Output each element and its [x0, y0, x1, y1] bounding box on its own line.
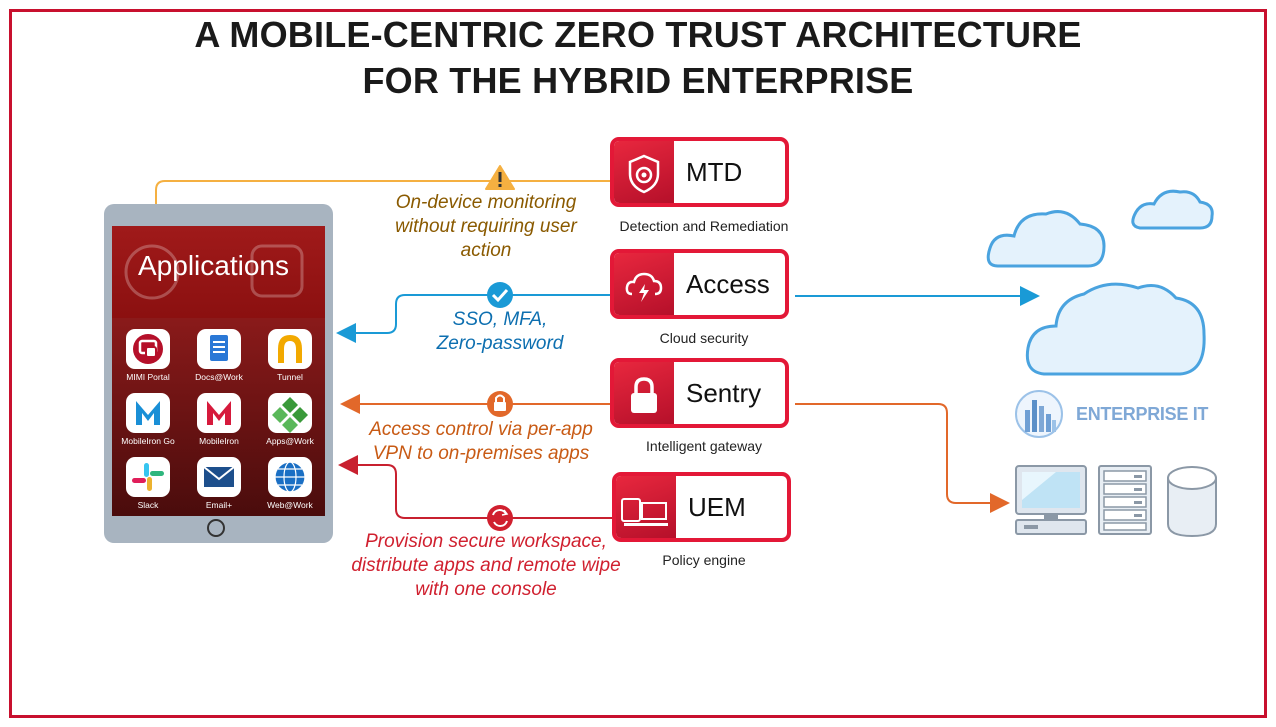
cloud-large [1025, 282, 1206, 376]
annotation-line: Zero-password [436, 333, 564, 354]
app-label: Web@Work [267, 500, 313, 510]
module-name: Access [686, 269, 770, 299]
module-icon-tab [614, 362, 674, 424]
app-label: Docs@Work [195, 372, 243, 382]
module-icon-tab [616, 476, 676, 538]
annotation-line: Access control via per-app [369, 419, 593, 440]
header-watermark-icon [124, 244, 304, 300]
app-slack[interactable]: Slack [115, 457, 181, 510]
module-access[interactable]: Access [610, 249, 789, 319]
tablet-screen: Applications MIMI Portal Docs@Work Tu [112, 226, 325, 516]
applications-title: Applications [138, 250, 289, 281]
annotation-line: distribute apps and remote wipe [351, 555, 621, 576]
title-line-2: FOR THE HYBRID ENTERPRISE [362, 60, 914, 101]
shield-icon [628, 154, 660, 194]
module-caption: Intelligent gateway [646, 438, 762, 454]
mimi-portal-icon [126, 329, 170, 369]
app-mimi-portal[interactable]: MIMI Portal [115, 329, 181, 382]
slide-frame [9, 9, 1267, 718]
lock-icon [631, 377, 657, 413]
computer-icon [1015, 465, 1087, 535]
app-label: Slack [137, 500, 159, 510]
module-sentry[interactable]: Sentry [610, 358, 789, 428]
mobileiron-go-icon [126, 393, 170, 433]
module-mtd[interactable]: MTD [610, 137, 789, 207]
annotation-line: SSO, MFA, [452, 309, 548, 330]
app-mobileiron[interactable]: MobileIron [186, 393, 252, 446]
annotation-mtd: On-device monitoring without requiring u… [380, 191, 592, 263]
annotation-access: SSO, MFA, Zero-password [420, 308, 580, 356]
module-icon-tab [614, 141, 674, 203]
cloud-small-right [1131, 189, 1214, 230]
annotation-line: with one console [415, 579, 557, 600]
database-icon [1167, 466, 1217, 538]
tablet-device: Applications MIMI Portal Docs@Work Tu [104, 204, 333, 543]
sentry-connector-right [795, 403, 1010, 513]
cloud-small-left [986, 210, 1106, 268]
access-connector-left [336, 294, 610, 343]
enterprise-it-label: ENTERPRISE IT [1076, 404, 1209, 424]
applications-header: Applications [112, 226, 325, 318]
module-caption: Policy engine [662, 552, 746, 568]
app-label: Tunnel [277, 372, 303, 382]
app-label: Apps@Work [266, 436, 314, 446]
app-label: Email+ [205, 500, 233, 510]
module-name: UEM [688, 492, 746, 522]
mtd-connector [146, 180, 610, 226]
module-caption: Cloud security [659, 330, 749, 346]
annotation-line: action [460, 240, 512, 261]
app-email-plus[interactable]: Email+ [186, 457, 252, 510]
check-icon [487, 282, 513, 308]
server-rack-icon [1098, 465, 1152, 535]
annotation-line: Provision secure workspace, [365, 531, 607, 552]
app-grid: MIMI Portal Docs@Work Tunnel MobileIron [112, 318, 325, 516]
web-at-work-icon [268, 457, 312, 497]
annotation-sentry: Access control via per-app VPN to on-pre… [352, 418, 610, 466]
docs-icon [197, 329, 241, 369]
title-line-1: A MOBILE-CENTRIC ZERO TRUST ARCHITECTURE [194, 14, 1082, 55]
tunnel-icon [268, 329, 312, 369]
home-button[interactable] [207, 519, 225, 537]
app-tunnel[interactable]: Tunnel [257, 329, 323, 382]
app-web-at-work[interactable]: Web@Work [257, 457, 323, 510]
enterprise-city-icon [1015, 390, 1063, 438]
email-icon [197, 457, 241, 497]
apps-at-work-icon [268, 393, 312, 433]
uem-connector [338, 455, 612, 519]
module-caption: Detection and Remediation [619, 218, 789, 234]
module-name: MTD [686, 157, 743, 187]
app-docs-at-work[interactable]: Docs@Work [186, 329, 252, 382]
app-mobileiron-go[interactable]: MobileIron Go [115, 393, 181, 446]
annotation-line: VPN to on-premises apps [372, 443, 590, 464]
warning-icon [485, 165, 515, 190]
app-label: MobileIron [199, 436, 239, 446]
devices-icon [621, 498, 668, 526]
cloud-bolt-icon [625, 272, 663, 302]
slack-icon [126, 457, 170, 497]
app-label: MIMI Portal [126, 372, 170, 382]
app-apps-at-work[interactable]: Apps@Work [257, 393, 323, 446]
app-label: MobileIron Go [121, 436, 175, 446]
module-uem[interactable]: UEM [612, 472, 791, 542]
module-name: Sentry [686, 378, 762, 408]
annotation-uem: Provision secure workspace, distribute a… [338, 530, 634, 602]
annotation-line: without requiring user [395, 216, 577, 237]
module-icon-tab [614, 253, 674, 315]
annotation-line: On-device monitoring [395, 192, 577, 213]
sync-icon [487, 505, 513, 531]
padlock-badge-icon [487, 391, 513, 417]
mobileiron-icon [197, 393, 241, 433]
